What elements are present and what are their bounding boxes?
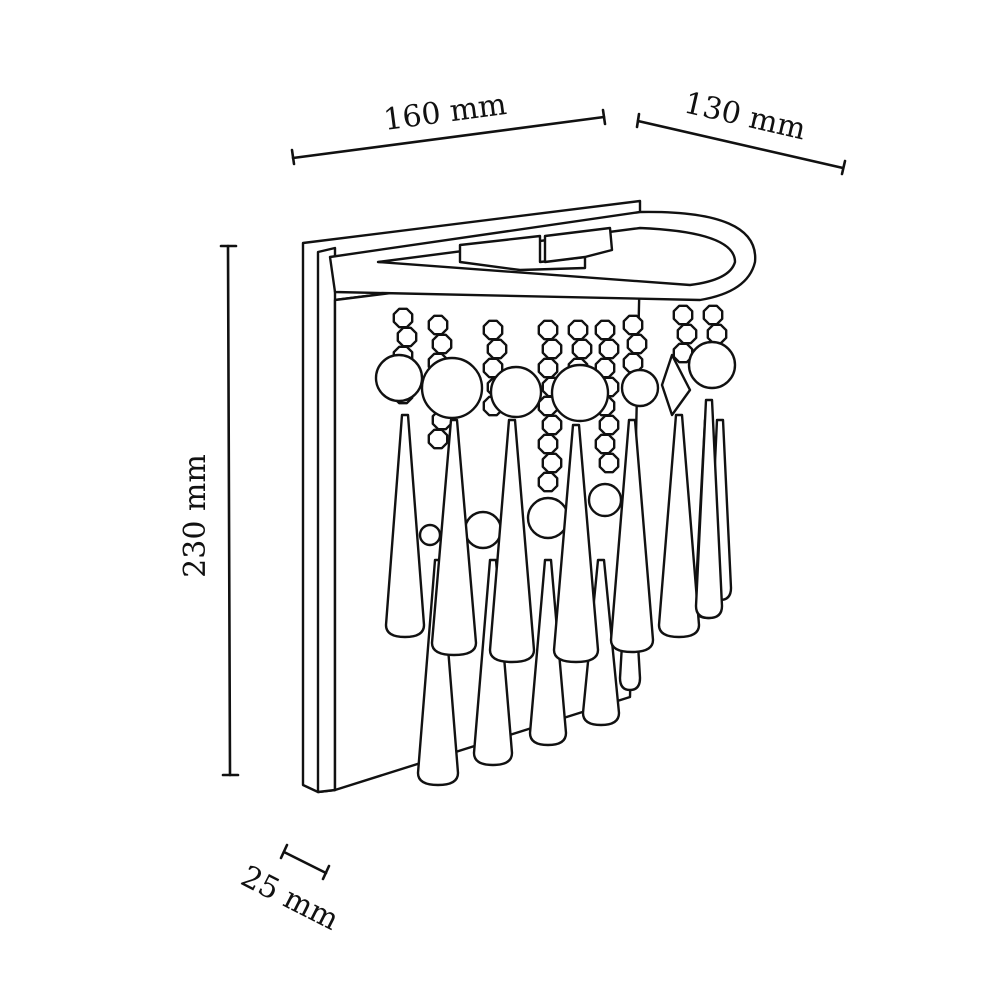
- round-crystal: [687, 340, 737, 390]
- wall-lamp: [301, 199, 757, 794]
- octagon-bead: [598, 338, 620, 360]
- crystal-drops-front: [384, 398, 724, 664]
- thickness-dimension-line: [282, 850, 328, 875]
- octagon-bead: [537, 357, 559, 379]
- octagon-bead: [571, 338, 593, 360]
- height-dimension: 230 mm: [178, 244, 240, 777]
- octagon-bead: [537, 319, 559, 341]
- octagon-bead: [541, 338, 563, 360]
- octagon-bead: [598, 414, 620, 436]
- octagon-bead: [594, 319, 616, 341]
- octagon-bead: [541, 414, 563, 436]
- octagon-bead: [431, 333, 453, 355]
- crystal-drop: [472, 558, 514, 767]
- thickness-tick-right: [321, 864, 331, 881]
- depth-label: 130 mm: [681, 86, 809, 148]
- width-tick-left: [290, 148, 296, 166]
- round-crystal: [420, 356, 484, 420]
- diamond-crystal: [660, 353, 692, 417]
- round-crystal: [550, 363, 610, 423]
- crystal-drop: [416, 558, 460, 787]
- crystal-drop: [430, 418, 478, 657]
- width-label: 160 mm: [381, 87, 508, 138]
- crystal-drop: [528, 558, 568, 747]
- octagon-bead: [702, 304, 724, 326]
- octagon-bead: [626, 333, 648, 355]
- octagon-bead: [622, 314, 644, 336]
- depth-dimension: 130 mm: [635, 86, 847, 176]
- octagon-bead: [482, 319, 504, 341]
- height-dimension-line: [226, 244, 232, 777]
- crystal-drop: [657, 413, 701, 639]
- octagon-bead: [676, 323, 698, 345]
- octagon-bead: [537, 471, 559, 493]
- octagon-bead: [541, 452, 563, 474]
- octagon-bead: [672, 304, 694, 326]
- octagon-bead: [537, 433, 559, 455]
- round-crystal: [620, 368, 660, 408]
- round-crystal: [489, 365, 543, 419]
- round-crystal: [418, 523, 442, 547]
- half-round-frame: [328, 210, 757, 302]
- octagon-bead: [567, 319, 589, 341]
- round-crystal: [587, 482, 623, 518]
- octagon-bead: [396, 326, 418, 348]
- thickness-tick-left: [279, 843, 289, 860]
- crystal-drop: [581, 558, 621, 727]
- round-crystal: [463, 510, 503, 550]
- octagon-bead: [486, 338, 508, 360]
- depth-dimension-line: [636, 119, 845, 170]
- width-dimension-line: [291, 115, 606, 160]
- crystal-drop: [694, 398, 724, 620]
- crystal-drop: [384, 413, 426, 639]
- octagon-bead: [427, 428, 449, 450]
- round-crystal: [526, 496, 570, 540]
- octagon-bead: [427, 314, 449, 336]
- depth-tick-right: [840, 159, 847, 176]
- height-label: 230 mm: [178, 454, 213, 578]
- crystal-strands: [374, 304, 737, 550]
- octagon-bead: [594, 433, 616, 455]
- octagon-bead: [392, 307, 414, 329]
- round-crystal: [374, 353, 424, 403]
- width-tick-right: [601, 108, 607, 126]
- octagon-bead: [598, 452, 620, 474]
- crystal-drop: [488, 418, 536, 664]
- thickness-dimension: 25 mm: [235, 843, 344, 938]
- width-dimension: 160 mm: [290, 87, 607, 166]
- octagon-bead: [672, 342, 694, 364]
- depth-tick-left: [635, 112, 641, 129]
- octagon-bead: [706, 323, 728, 345]
- crystal-drop: [609, 418, 655, 654]
- crystal-drop: [552, 423, 600, 664]
